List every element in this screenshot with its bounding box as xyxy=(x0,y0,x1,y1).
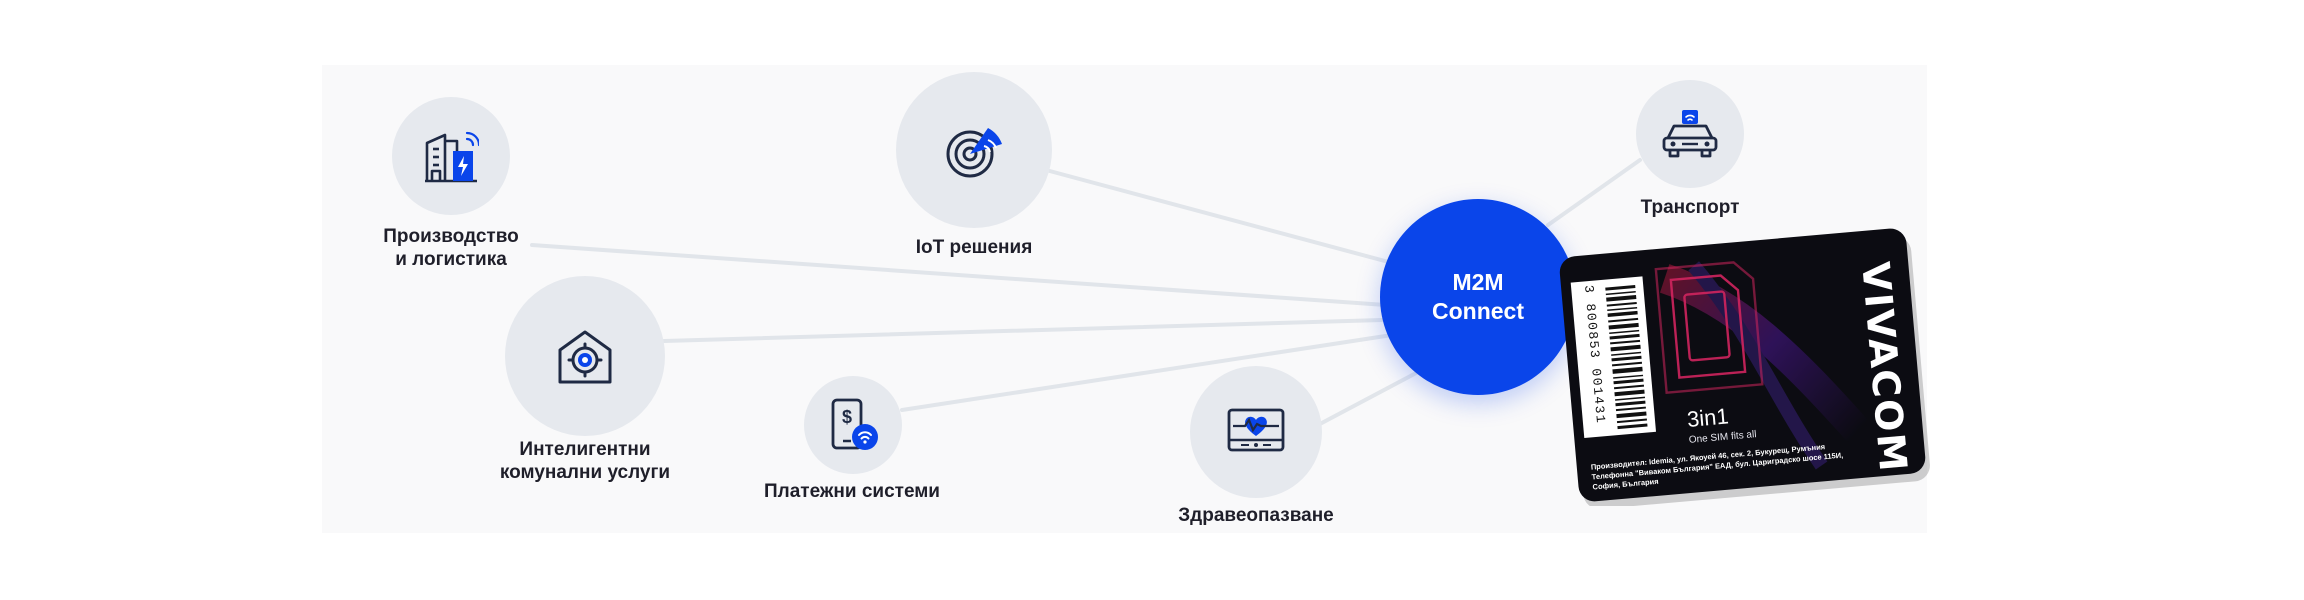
transport-node[interactable] xyxy=(1636,80,1744,188)
m2m-connect-hub[interactable]: M2M Connect xyxy=(1380,199,1576,395)
sim-product-name: 3in1 xyxy=(1686,403,1730,432)
link-manufacturing xyxy=(530,243,1402,308)
link-utilities xyxy=(662,318,1384,343)
link-payments xyxy=(900,333,1394,412)
hub-title-line2: Connect xyxy=(1432,298,1524,324)
radar-icon xyxy=(946,128,1002,178)
connected-car-icon xyxy=(1662,110,1718,158)
smart-home-icon xyxy=(558,330,612,384)
healthcare-node[interactable] xyxy=(1190,366,1322,498)
iot-node[interactable] xyxy=(896,72,1052,228)
heart-monitor-icon xyxy=(1227,408,1285,452)
svg-text:$: $ xyxy=(842,407,852,427)
transport-label: Транспорт xyxy=(1640,197,1740,218)
factory-icon xyxy=(425,131,479,183)
utilities-label: Интелигентни комунални услуги xyxy=(499,439,671,483)
iot-label: IoT решения xyxy=(915,237,1033,258)
mobile-payment-icon: $ xyxy=(831,398,878,450)
link-iot xyxy=(1044,168,1398,266)
link-transport xyxy=(1546,158,1642,227)
sim-card: 3 800853 001431 3in1 One SIM fits all VI… xyxy=(1552,212,1932,509)
utilities-node[interactable] xyxy=(505,276,665,436)
payments-node[interactable]: $ xyxy=(804,376,902,474)
healthcare-label: Здравеопазване xyxy=(1178,505,1334,526)
hub-title-line1: M2M xyxy=(1452,269,1504,295)
manufacturing-node[interactable] xyxy=(392,97,510,215)
link-healthcare xyxy=(1316,370,1420,427)
payments-label: Платежни системи xyxy=(764,481,940,502)
manufacturing-label: Производство и логистика xyxy=(383,226,519,270)
sim-card-graphic: 3 800853 001431 3in1 One SIM fits all VI… xyxy=(1559,228,1930,509)
